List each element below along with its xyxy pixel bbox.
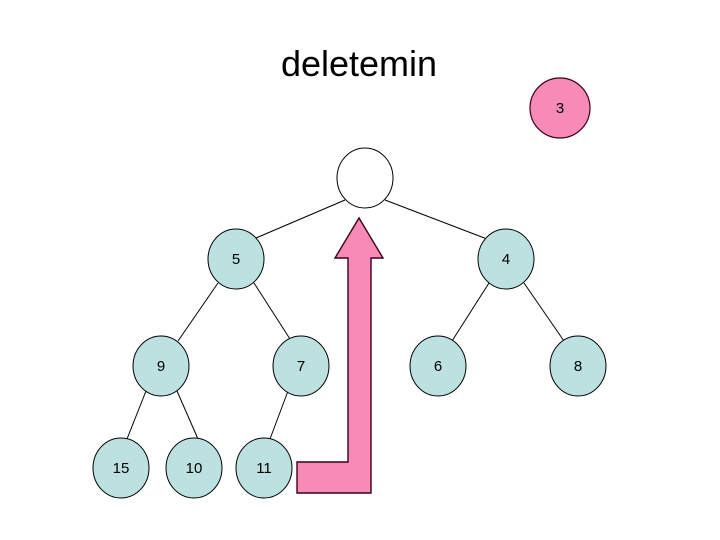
node-circle-n7	[272, 335, 330, 397]
tree-node-n11[interactable]: 11	[235, 437, 293, 499]
highlight-arrow-layer	[296, 216, 385, 494]
node-label-n10: 10	[186, 460, 203, 477]
node-circle-n8	[549, 335, 607, 397]
tree-node-n6[interactable]: 6	[409, 335, 467, 397]
node-circle-n9	[132, 335, 190, 397]
tree-node-root[interactable]	[336, 147, 394, 209]
node-label-n8: 8	[574, 358, 582, 375]
node-circle-n5	[207, 228, 265, 290]
tree-edge-n5-n9	[177, 282, 219, 342]
tree-edges	[126, 199, 565, 440]
tree-node-n4[interactable]: 4	[477, 228, 535, 290]
tree-node-n7[interactable]: 7	[272, 335, 330, 397]
tree-edge-n7-n11	[269, 390, 289, 440]
node-circle-n6	[409, 335, 467, 397]
node-circle-n4	[477, 228, 535, 290]
node-label-n6: 6	[434, 358, 442, 375]
tree-node-n8[interactable]: 8	[549, 335, 607, 397]
tree-edge-n9-n10	[176, 390, 199, 440]
tree-edge-n5-n7	[253, 282, 291, 340]
page-title: deletemin	[0, 42, 720, 86]
floating-node-3[interactable]: 3	[529, 77, 591, 139]
node-circle-n11	[235, 437, 293, 499]
tree-edge-n9-n15	[126, 390, 147, 440]
node-circle-root	[336, 147, 394, 209]
node-label-n5: 5	[232, 251, 240, 268]
node-label-n11: 11	[256, 460, 272, 477]
elbow-arrow-up	[296, 216, 385, 494]
floating-node-layer: 3	[529, 77, 591, 139]
tree-node-n15[interactable]: 15	[92, 437, 150, 499]
tree-edge-n4-n8	[523, 282, 565, 342]
node-circle-n10	[165, 437, 223, 499]
node-label-n4: 4	[502, 251, 510, 268]
tree-node-n5[interactable]: 5	[207, 228, 265, 290]
tree-edge-root-n4	[384, 199, 488, 240]
node-label-n9: 9	[157, 358, 165, 375]
node-label-n15: 15	[113, 460, 130, 477]
page-title-text: deletemin	[280, 43, 438, 84]
tree-edge-root-n5	[255, 199, 346, 239]
tree-edge-n4-n6	[451, 282, 490, 342]
tree-node-n10[interactable]: 10	[165, 437, 223, 499]
floating-node-circle	[529, 77, 591, 139]
floating-node-label: 3	[556, 100, 564, 117]
tree-node-n9[interactable]: 9	[132, 335, 190, 397]
node-label-n7: 7	[297, 358, 305, 375]
tree-nodes: 5 4 9 7 6 8 15 10 11	[92, 147, 607, 499]
node-circle-n15	[92, 437, 150, 499]
